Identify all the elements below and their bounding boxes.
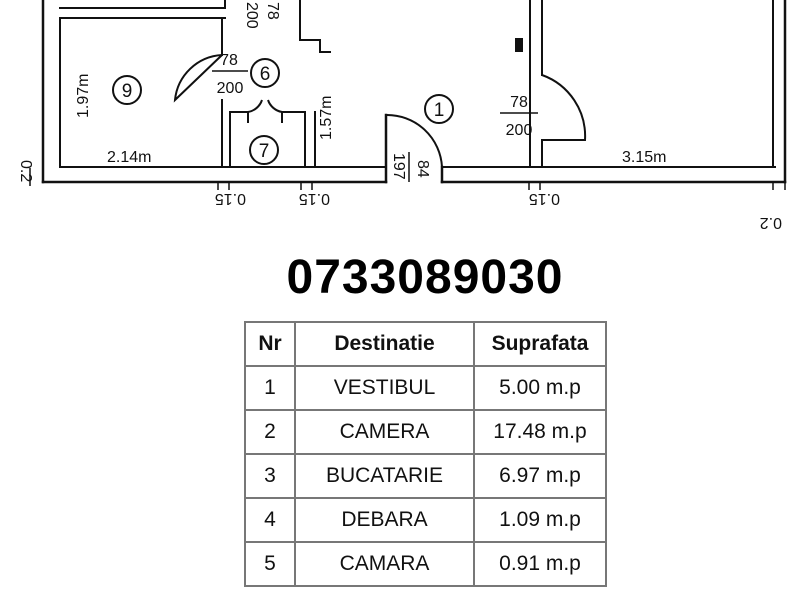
door-label-bottom: 200: [217, 80, 244, 97]
cell-suprafata: 17.48 m.p: [473, 409, 607, 455]
door-swing-room6: [173, 54, 223, 103]
room-markers: 9 6 7 1: [112, 58, 454, 165]
table-row: 4 DEBARA 1.09 m.p: [244, 497, 607, 543]
cell-destinatie: BUCATARIE: [294, 453, 475, 499]
table-header-row: Nr Destinatie Suprafata: [244, 321, 607, 367]
col-header-suprafata: Suprafata: [473, 321, 607, 367]
door-label-top: 78: [510, 94, 528, 111]
door-swing-room2: [541, 74, 587, 141]
dimension-labels: 2.14m 3.15m 1.97m 1.57m 197 84 0.2 0.2 0…: [17, 74, 782, 230]
dim-hall-height: 1.57m: [318, 96, 335, 140]
room-marker-7: 7: [259, 141, 270, 162]
cell-suprafata: 0.91 m.p: [473, 541, 607, 587]
cell-nr: 5: [244, 541, 296, 587]
floor-plan-drawing: 9 6 7 1 78 200 78 200 200 78 2.14m 3.15m…: [17, 0, 787, 230]
col-header-destinatie: Destinatie: [294, 321, 475, 367]
phone-number: 0733089030: [286, 251, 564, 304]
dim-wall-a: 0.15: [215, 190, 246, 207]
cell-destinatie: CAMERA: [294, 409, 475, 455]
door-label-top: 78: [220, 52, 238, 69]
cell-suprafata: 5.00 m.p: [473, 365, 607, 411]
dim-side-left: 0.2: [17, 160, 34, 182]
table-row: 2 CAMERA 17.48 m.p: [244, 409, 607, 455]
cell-nr: 1: [244, 365, 296, 411]
cell-nr: 3: [244, 453, 296, 499]
door-swing-entry: [385, 113, 443, 168]
table-row: 1 VESTIBUL 5.00 m.p: [244, 365, 607, 411]
col-header-nr: Nr: [244, 321, 296, 367]
table-row: 5 CAMARA 0.91 m.p: [244, 541, 607, 587]
radiator-mark: [515, 38, 523, 52]
cell-destinatie: CAMARA: [294, 541, 475, 587]
dim-door-197: 197: [390, 153, 407, 180]
table-row: 3 BUCATARIE 6.97 m.p: [244, 453, 607, 499]
cell-suprafata: 1.09 m.p: [473, 497, 607, 543]
dim-wall-b: 0.15: [299, 190, 330, 207]
cell-nr: 2: [244, 409, 296, 455]
dim-right-width: 3.15m: [622, 149, 666, 166]
cell-destinatie: VESTIBUL: [294, 365, 475, 411]
room-marker-1: 1: [434, 100, 445, 121]
door-size-labels: 78 200 78 200 200 78: [212, 2, 538, 139]
cell-destinatie: DEBARA: [294, 497, 475, 543]
door-label-bottom: 200: [243, 2, 260, 29]
dim-room9-width: 2.14m: [107, 149, 151, 166]
door-swing-room7: [247, 99, 283, 113]
dim-wall-c: 0.15: [529, 190, 560, 207]
door-swings: [173, 54, 587, 168]
room-marker-9: 9: [122, 81, 133, 102]
dim-room9-height: 1.97m: [75, 74, 92, 118]
cell-nr: 4: [244, 497, 296, 543]
dim-door-84: 84: [414, 160, 431, 178]
room-marker-6: 6: [260, 64, 271, 85]
dim-side-right: 0.2: [760, 214, 782, 230]
door-label-bottom: 200: [506, 122, 533, 139]
plan-walls: [41, 0, 787, 184]
room-area-table: Nr Destinatie Suprafata 1 VESTIBUL 5.00 …: [244, 321, 607, 587]
dimension-ticks: [29, 168, 786, 190]
door-label-top: 78: [264, 2, 281, 20]
cell-suprafata: 6.97 m.p: [473, 453, 607, 499]
